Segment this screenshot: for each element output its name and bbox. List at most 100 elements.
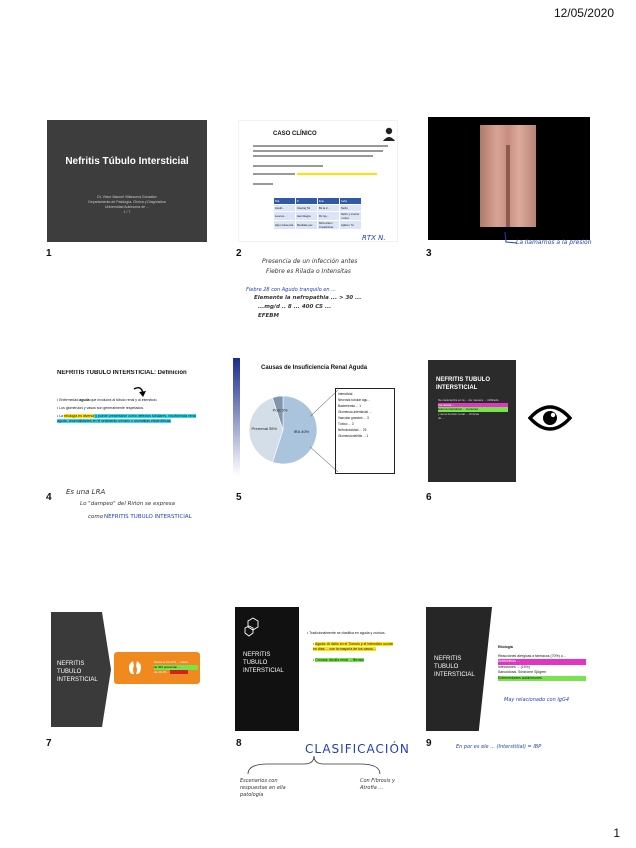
list-item: Infecciones ... (15%) <box>498 664 530 669</box>
bullet-highlight: y puede presentarse como defectos tubula… <box>57 414 197 423</box>
slide-2-title: CASO CLÍNICO <box>273 131 317 137</box>
subtitle-line: 1 / 7 <box>123 210 131 214</box>
slide-1-thumbnail[interactable]: Nefritis Túbulo Intersticial Dr. Victor … <box>47 120 207 242</box>
subtitle-line: Departamento de Patología, Clínica y Dia… <box>88 200 166 204</box>
curved-arrow-icon <box>133 386 146 397</box>
bullet-text: que involucra al túbulo renal y al inter… <box>89 398 158 402</box>
clinical-photo-legs <box>480 125 536 227</box>
table-cell: Labs <box>339 197 362 205</box>
handwritten-heading: CLASIFICACIÓN <box>305 742 410 756</box>
card-line: Hasta el 15-27% ... casos <box>154 660 189 664</box>
box-line: Tóxico ... 3 <box>338 422 354 426</box>
slide-6-text: Se caracteriza en la ... de manera ... i… <box>438 398 508 421</box>
handwritten-note: Escenarios con respuestas en ella patolo… <box>240 778 286 798</box>
page-number: 1 <box>613 826 620 840</box>
table-cell: Intentig 54 <box>295 204 318 212</box>
kidney-icon <box>128 661 142 675</box>
table-cell: Nefro <box>339 204 362 212</box>
slide-number: 9 <box>426 738 432 749</box>
bullet-highlight: etiología es diversa <box>64 414 95 418</box>
bullet-text: La <box>59 414 65 418</box>
card-text: Hasta el 15-27% ... casos de IRA present… <box>154 660 198 675</box>
bullet-emphasis: aguda <box>79 398 90 402</box>
slide-9-title: NEFRITIS TUBULO INTERSTICIAL <box>434 656 475 678</box>
list-item: • Aguda: Al daño en el Túmulo y el inter… <box>313 641 393 651</box>
slide-3-thumbnail[interactable] <box>428 117 590 240</box>
info-card: Hasta el 15-27% ... casos de IRA present… <box>114 652 200 684</box>
table-cell: Acetil... <box>273 204 296 212</box>
box-line: Bacteriemia ... 1 <box>338 404 362 408</box>
handwritten-note: EFEBM <box>258 313 279 319</box>
etiology-list: Etiología Reacciones alérgicas a fármaco… <box>498 645 586 681</box>
pie-slice-label: Prerrenal 55% <box>252 426 278 431</box>
slide-number: 8 <box>236 738 242 749</box>
table-cell: Ene <box>317 197 340 205</box>
slide-8-thumbnail[interactable]: NEFRITIS TUBULO INTERSTICIAL • Tradicion… <box>235 607 400 731</box>
text-line: Se caracteriza en la ... de manera ... i… <box>438 398 499 402</box>
card-line: de 10-15... <box>154 670 169 674</box>
list-item: • La etiología es diversa y puede presen… <box>57 414 197 423</box>
slide-number: 6 <box>426 492 432 503</box>
bullet-text: Los glomérulos y vasos son generalmente … <box>59 406 145 410</box>
slide-number: 1 <box>46 248 52 259</box>
handwritten-note: NEFRITIS TUBULO INTERSTICIAL <box>104 514 192 520</box>
handwritten-note: May relacionado con IgG4 <box>504 697 570 703</box>
table-cell: Nefro y mucus / orina <box>339 211 362 221</box>
subtitle-line: Dr. Victor Manuel Villanueva Gonzalez <box>97 195 157 199</box>
handwritten-note: Fiebre es Rilada o Intensitas <box>266 268 351 275</box>
subtitle-line: Universidad Autónoma de ... <box>105 205 149 209</box>
text-line: Edema intersticial ... comunes <box>438 407 508 412</box>
pie-slice <box>248 397 284 463</box>
red-highlight-mark <box>170 670 189 675</box>
table-cell: Bs la 2... <box>317 204 340 212</box>
table-cell: Leucos... <box>273 211 296 221</box>
list-item: • Los glomérulos y vasos son generalment… <box>57 406 145 410</box>
handwritten-note: RTX N. <box>362 234 386 242</box>
list-item: Antibióticos ... <box>498 659 586 665</box>
bullet-highlight: Crónica: Atrofia renal ... fibrosis <box>315 657 364 662</box>
pie-slice <box>272 395 284 431</box>
print-date: 12/05/2020 <box>553 6 614 20</box>
slide-5-title: Causas de Insuficiencia Renal Aguda <box>261 365 368 371</box>
bullet-highlight: Aguda: Al daño en el Túmulo y el interst… <box>313 641 393 651</box>
slide-number: 2 <box>236 248 242 259</box>
slide-7-title: NEFRITIS TUBULO INTERSTICIAL <box>57 661 98 683</box>
box-line: Vascular grandes ... 3 <box>338 416 369 420</box>
pie-slice <box>272 395 318 465</box>
slide-5-thumbnail[interactable]: Causas de Insuficiencia Renal Aguda IRA … <box>233 358 398 476</box>
table-cell: Día <box>273 197 296 205</box>
bracket-annotation-icon <box>247 755 381 775</box>
list-item: • Crónica: Atrofia renal ... fibrosis <box>313 657 364 662</box>
pie-slice-label: IRA 40% <box>294 429 310 434</box>
slide-4-thumbnail[interactable]: NEFRITIS TUBULO INTERSTICIAL: Definición… <box>53 370 205 486</box>
slide-4-title: NEFRITIS TUBULO INTERSTICIAL: Definición <box>57 370 187 376</box>
table-cell: Rx ley... <box>317 211 340 221</box>
dark-panel <box>51 612 111 727</box>
text-line: y de la función renal ... clínicas <box>438 411 480 416</box>
handwritten-note: La llamarnos a la presión <box>516 239 592 246</box>
list-item: Sarcoidosis, Síndrome Sjögren <box>498 670 547 674</box>
eye-icon <box>528 405 572 431</box>
handwritten-note: Es una LRA <box>66 488 106 496</box>
slide-1-subtitle: Dr. Victor Manuel Villanueva Gonzalez De… <box>47 195 207 215</box>
text-line: intersticial ... <box>438 402 508 407</box>
table-cell: Hemólogía <box>295 211 318 221</box>
list-item: • Tradicionalmente se clasifica en aguda… <box>307 631 386 635</box>
slide-7-thumbnail[interactable]: NEFRITIS TUBULO INTERSTICIAL Hasta el 15… <box>51 612 203 727</box>
table-cell: Aplica / Sr <box>339 220 362 230</box>
card-line: de IRA presentan ... <box>154 665 198 670</box>
slide-number: 5 <box>236 492 242 503</box>
box-line: Glomérulo-intersticial ... <box>338 410 372 414</box>
dark-panel <box>426 607 492 731</box>
pie-chart: IRA 40%Prerrenal 55%Post 5% <box>248 389 338 473</box>
slide-9-thumbnail[interactable]: NEFRITIS TUBULO INTERSTICIAL Etiología R… <box>426 607 591 731</box>
arrow-annotation-icon <box>504 232 518 244</box>
table-cell: Hipo Glucemia <box>273 220 296 230</box>
slide-number: 4 <box>46 492 52 503</box>
hexagon-icon <box>244 617 259 637</box>
connector-line <box>310 389 338 417</box>
slide-6-thumbnail[interactable]: NEFRITIS TUBULO INTERSTICIAL Se caracter… <box>428 360 591 482</box>
slide-6-title: NEFRITIS TUBULO INTERSTICIAL <box>436 377 490 391</box>
